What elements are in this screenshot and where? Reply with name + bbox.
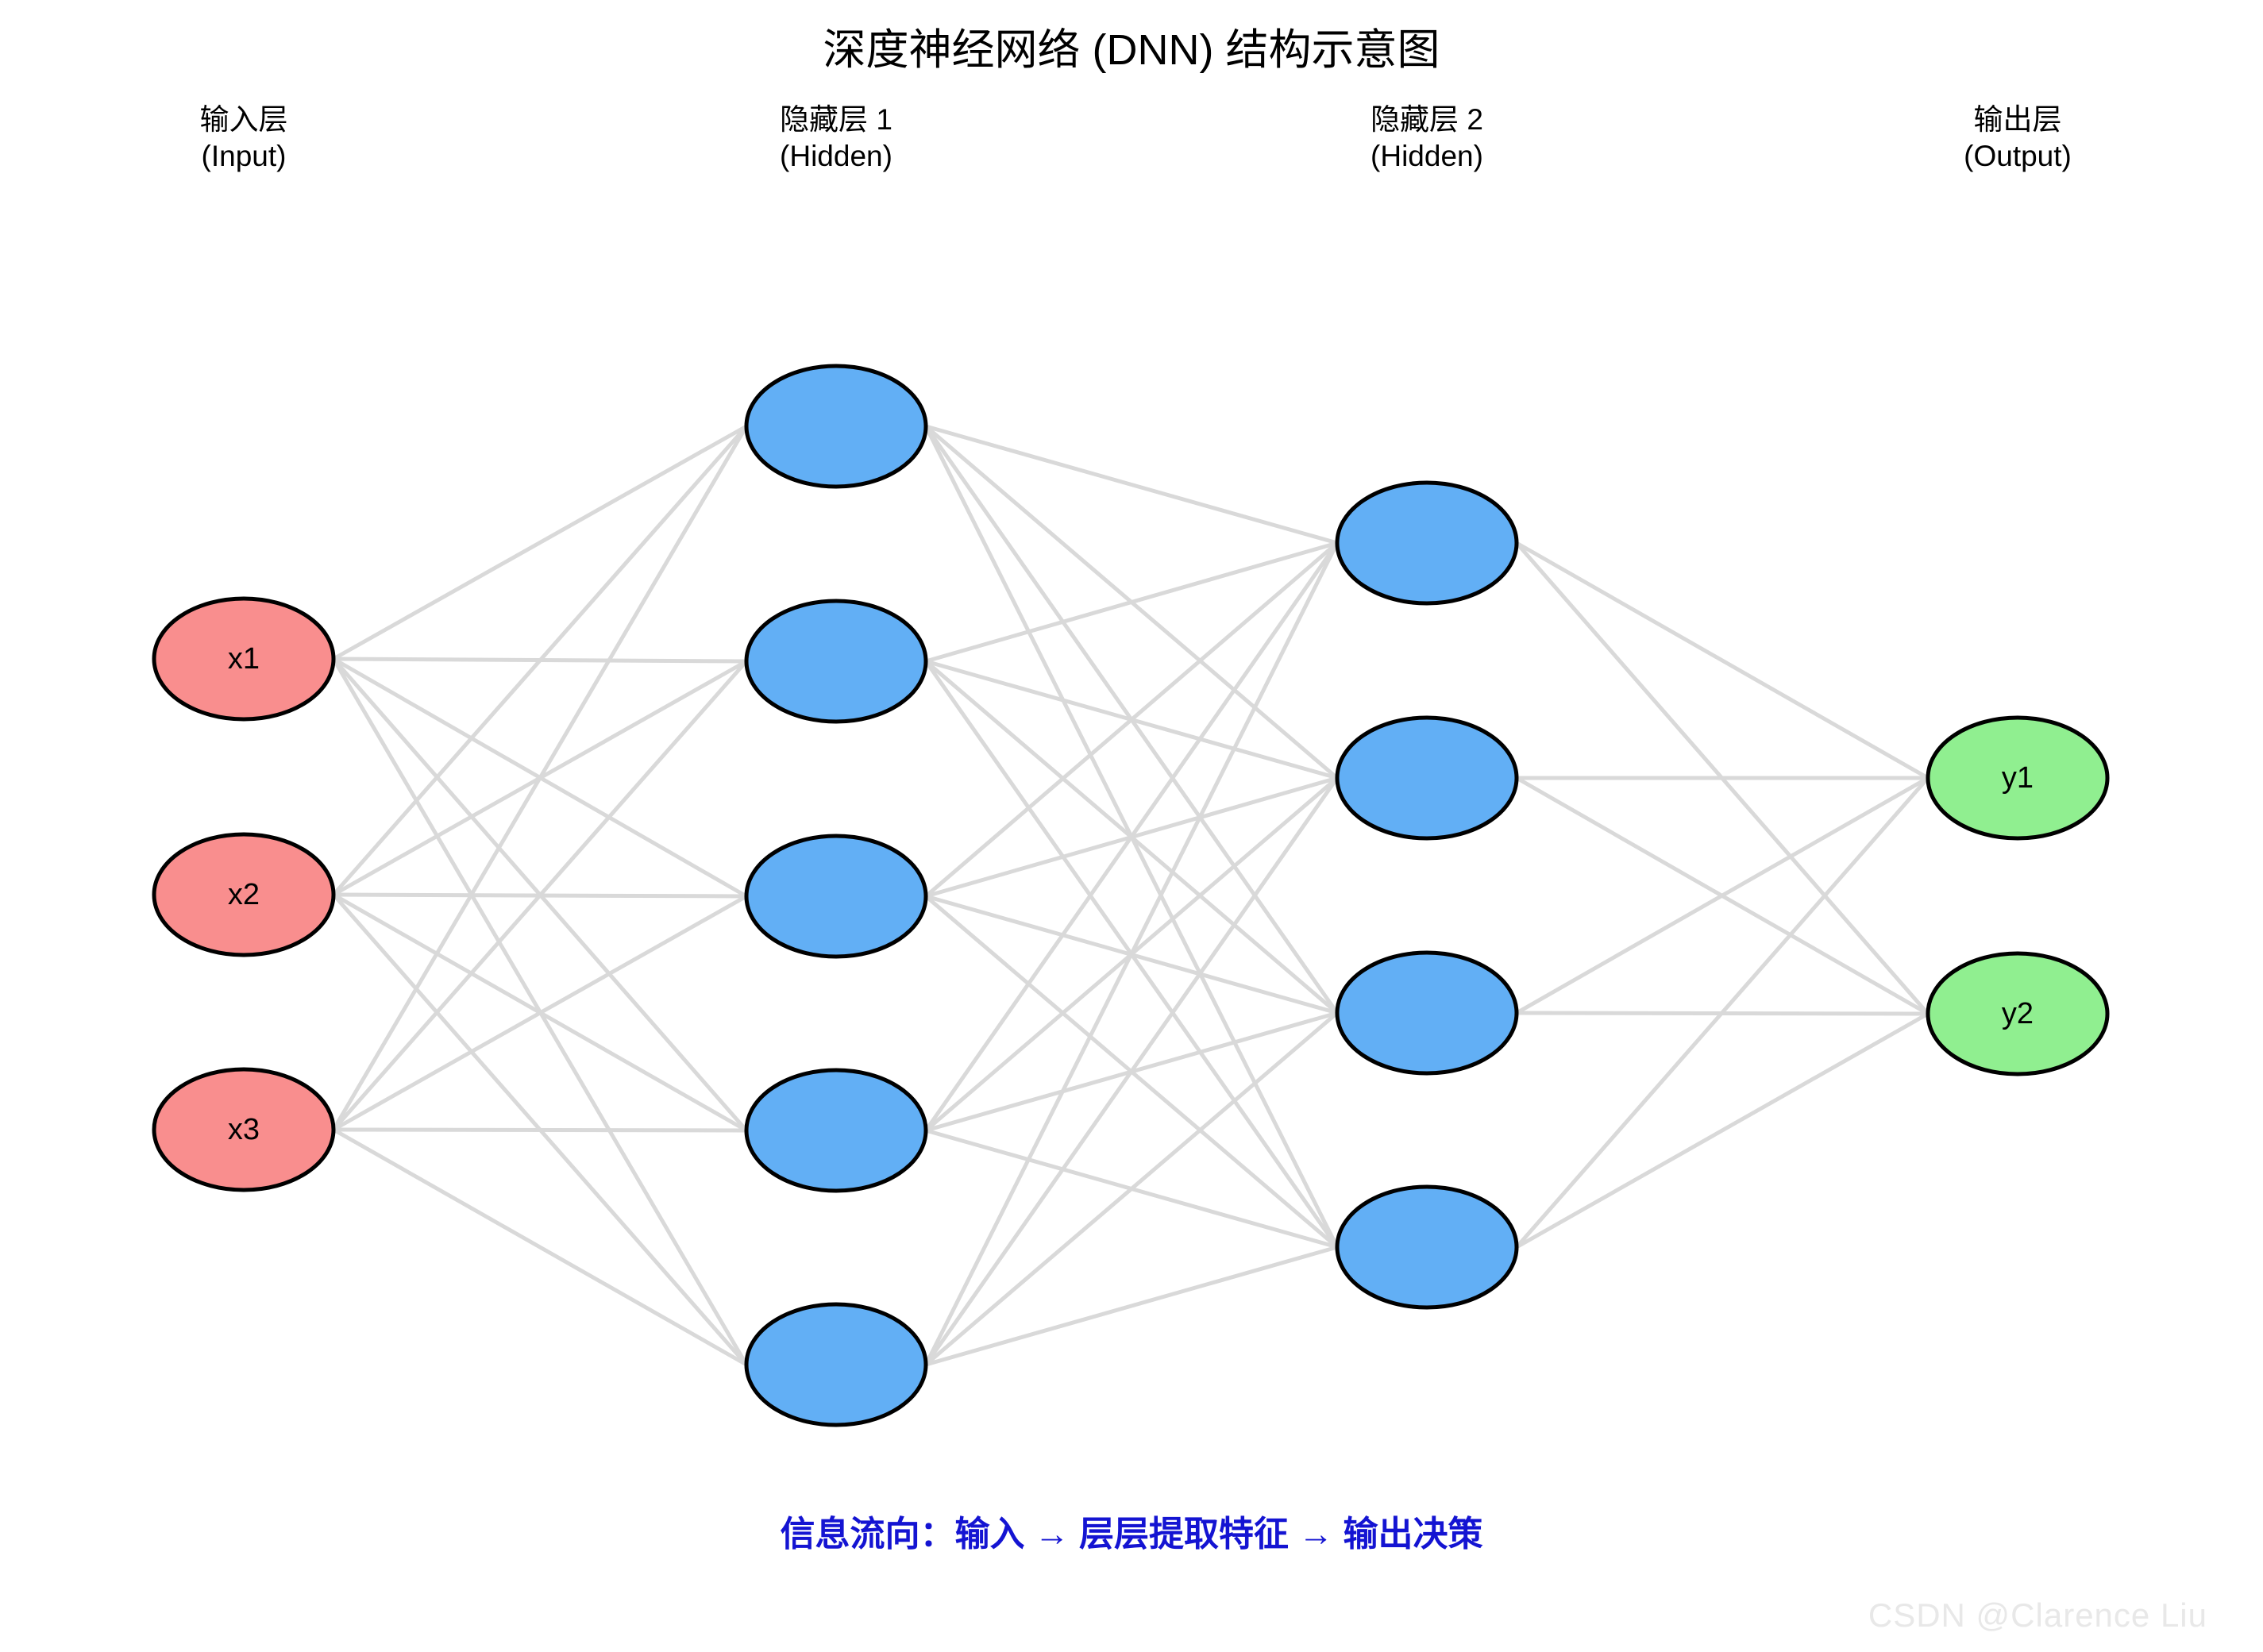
layer-label-output-cn: 输出层 [1973, 103, 2062, 136]
nodes-group: x1 x2 x3 y1 y2 [152, 364, 2110, 1427]
flow-caption: 信息流向：输入 → 层层提取特征 → 输出决策 [780, 1515, 1483, 1554]
node-x1[interactable]: x1 [152, 596, 336, 722]
edge-h1_4-h2_1 [923, 541, 1340, 1133]
edge-x3-h1_3 [331, 894, 749, 1132]
node-label-x3: x3 [228, 1113, 260, 1146]
layer-label-hidden-2-cn: 隐藏层 2 [1371, 103, 1483, 136]
node-h2_2[interactable] [1335, 715, 1519, 841]
layer-label-hidden-2-en: (Hidden) [1371, 140, 1483, 172]
node-h1_1[interactable] [744, 364, 928, 489]
node-label-y1: y1 [2002, 761, 2034, 795]
layer-label-hidden-1-cn: 隐藏层 1 [780, 103, 892, 136]
watermark: CSDN @Clarence Liu [1868, 1596, 2207, 1634]
edge-h2_3-y1 [1514, 776, 1930, 1015]
node-label-x2: x2 [228, 878, 260, 911]
edge-h1_5-h2_1 [923, 541, 1340, 1367]
node-shape-h1_2[interactable] [744, 599, 928, 724]
layer-label-hidden-1-en: (Hidden) [780, 140, 892, 172]
edge-x2-h1_1 [331, 424, 749, 897]
node-shape-x2[interactable] [152, 832, 336, 957]
layer-label-output: 输出层 (Output) [1851, 102, 2184, 175]
node-label-x1: x1 [228, 642, 260, 676]
edge-x3-h1_5 [331, 1127, 749, 1367]
node-y1[interactable]: y1 [1926, 715, 2110, 841]
node-shape-x3[interactable] [152, 1067, 336, 1192]
node-h2_3[interactable] [1335, 950, 1519, 1076]
layer-label-input-cn: 输入层 [199, 103, 288, 136]
node-shape-h2_1[interactable] [1335, 480, 1519, 606]
node-shape-h1_3[interactable] [744, 834, 928, 959]
node-shape-h1_5[interactable] [744, 1302, 928, 1427]
edge-h2_1-y1 [1514, 541, 1930, 780]
node-shape-h2_2[interactable] [1335, 715, 1519, 841]
edge-h1_2-h2_1 [923, 541, 1340, 664]
node-h1_5[interactable] [744, 1302, 928, 1427]
edge-x1-h1_1 [331, 424, 749, 661]
node-x3[interactable]: x3 [152, 1067, 336, 1192]
node-h2_1[interactable] [1335, 480, 1519, 606]
node-shape-x1[interactable] [152, 596, 336, 722]
edge-h1_5-h2_2 [923, 776, 1340, 1367]
node-shape-y1[interactable] [1926, 715, 2110, 841]
node-shape-y2[interactable] [1926, 951, 2110, 1076]
layer-label-hidden-2: 隐藏层 2 (Hidden) [1260, 102, 1594, 175]
node-h1_2[interactable] [744, 599, 928, 724]
node-h1_4[interactable] [744, 1068, 928, 1193]
layer-label-output-en: (Output) [1964, 140, 2072, 172]
node-x2[interactable]: x2 [152, 832, 336, 957]
edges-group [331, 424, 1930, 1367]
node-shape-h1_4[interactable] [744, 1068, 928, 1193]
edge-h2_4-y1 [1514, 776, 1930, 1250]
layer-label-input: 输入层 (Input) [77, 102, 411, 175]
layer-label-input-en: (Input) [201, 140, 287, 172]
node-shape-h1_1[interactable] [744, 364, 928, 489]
edge-h1_1-h2_1 [923, 424, 1340, 545]
edge-x3-h1_2 [331, 659, 749, 1132]
edge-h1_5-h2_3 [923, 1011, 1340, 1367]
node-label-y2: y2 [2002, 997, 2034, 1030]
edge-h1_3-h2_1 [923, 541, 1340, 899]
edge-h1_5-h2_4 [923, 1245, 1340, 1367]
layer-label-hidden-1: 隐藏层 1 (Hidden) [669, 102, 1003, 175]
edge-x3-h1_1 [331, 424, 749, 1132]
node-shape-h2_3[interactable] [1335, 950, 1519, 1076]
edge-h2_4-y2 [1514, 1011, 1930, 1250]
node-h1_3[interactable] [744, 834, 928, 959]
node-shape-h2_4[interactable] [1335, 1184, 1519, 1310]
node-h2_4[interactable] [1335, 1184, 1519, 1310]
page-title: 深度神经网络 (DNN) 结构示意图 [823, 26, 1440, 74]
node-y2[interactable]: y2 [1926, 951, 2110, 1076]
